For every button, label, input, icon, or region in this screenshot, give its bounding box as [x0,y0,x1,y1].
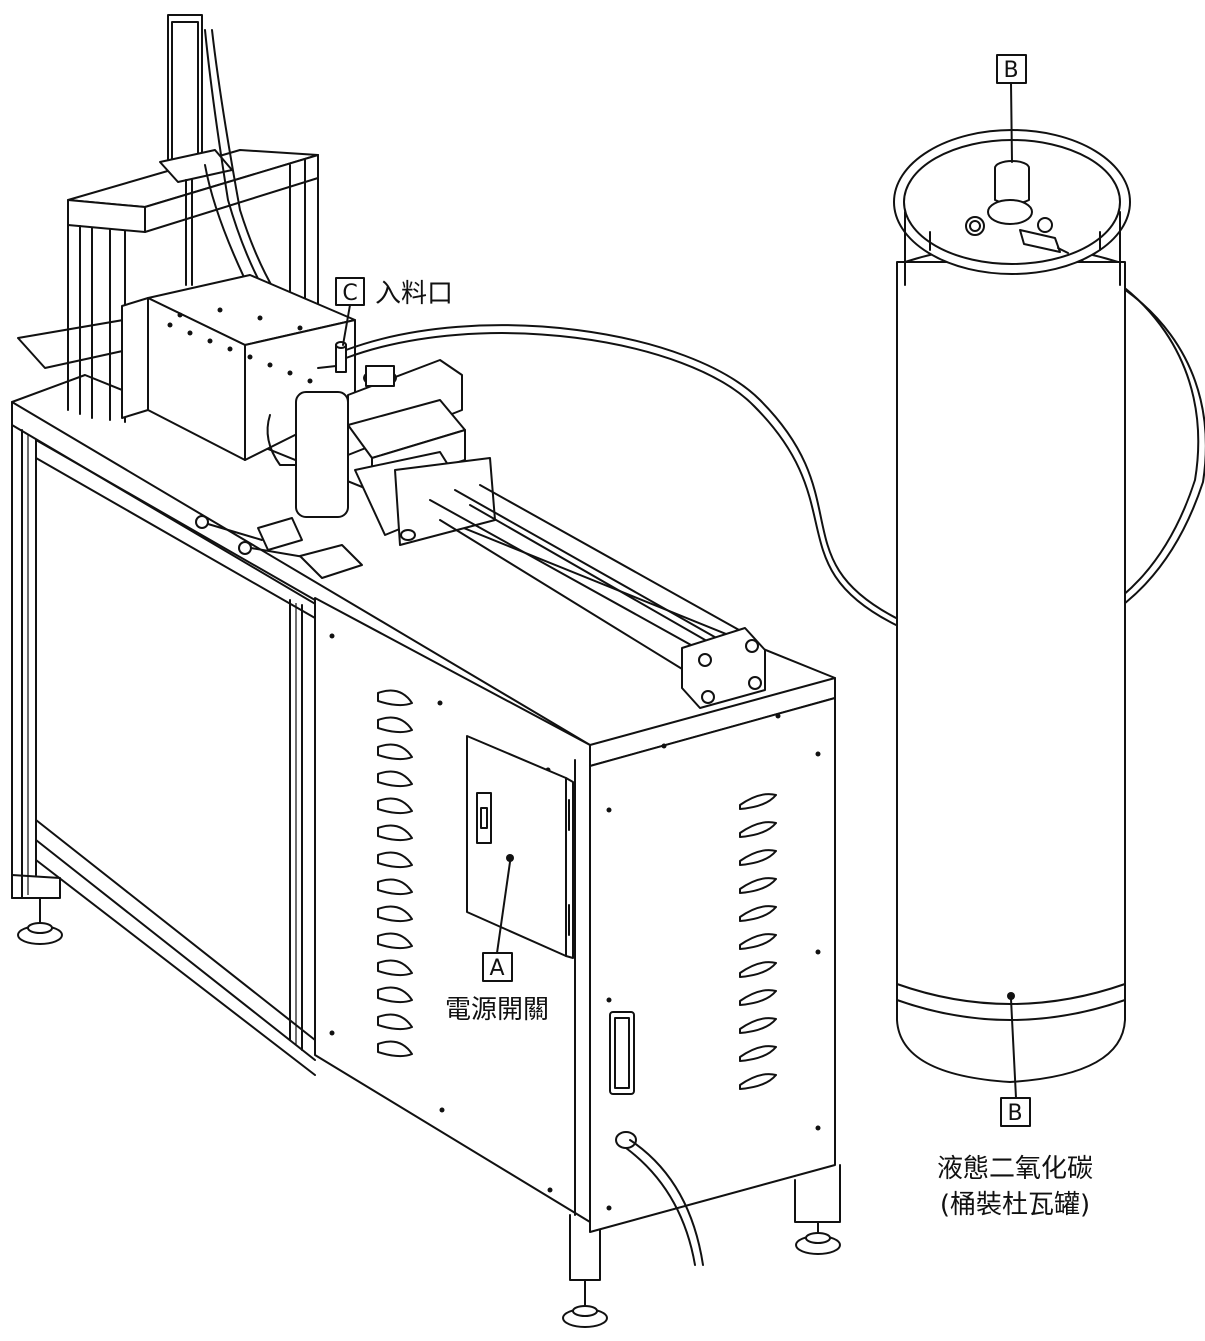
machine [11,14,1205,1328]
power-switch-box [466,735,574,959]
callout-feed-port: C 入料口 [335,277,453,346]
callout-cylinder-valve: B [996,54,1027,163]
callout-cylinder-body: B 液態二氧化碳 (桶裝杜瓦罐) [937,998,1093,1220]
callout-code-b-top: B [1003,58,1018,83]
callout-code-a: A [489,956,504,981]
front-vent-slots [377,689,413,1058]
cylinder-label-line1: 液態二氧化碳 [937,1154,1093,1184]
cable-outlet [615,1131,704,1266]
power-switch-label: 電源開關 [445,995,549,1025]
co2-hose [345,251,1200,641]
cylinder-label-line2: (桶裝杜瓦罐) [940,1190,1090,1220]
press-frame [67,14,319,423]
callout-code-b-bottom: B [1007,1101,1022,1126]
piston-assembly [266,359,766,709]
mold-bolt-holes [167,307,313,384]
callout-power-switch: A 電源開關 [445,861,549,1025]
co2-dewar-cylinder [893,129,1131,1083]
aluminium-frame [11,424,316,1076]
feed-port-label: 入料口 [375,279,453,309]
callout-code-c: C [342,281,357,306]
cylinder-valve [965,160,1069,254]
side-handle [609,1011,635,1095]
mold-block [121,274,356,461]
cabinet-side-panel [589,697,836,1233]
hand-valves [195,515,363,579]
cabinet-feet [562,1164,841,1328]
side-vent-slots [739,793,777,1090]
